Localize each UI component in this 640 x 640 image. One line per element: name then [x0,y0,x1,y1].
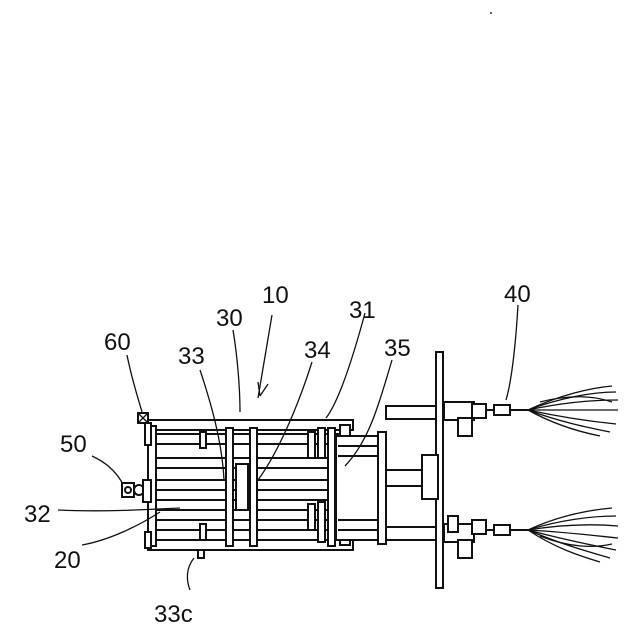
label-35: 35 [384,335,411,362]
intermediate-unit [336,432,386,544]
brush-mechanism [386,352,618,588]
component-60 [138,413,148,423]
main-frame-assembly [145,420,353,558]
label-10: 10 [262,282,289,309]
label-34: 34 [304,337,331,364]
label-32: 32 [24,501,51,528]
lower-brush [528,508,618,562]
stray-dot [490,12,492,14]
upper-brush [528,386,618,436]
label-60: 60 [104,329,131,356]
label-50: 50 [60,431,87,458]
label-20: 20 [54,547,81,574]
label-33: 33 [178,343,205,370]
label-31: 31 [349,297,376,324]
label-30: 30 [216,305,243,332]
label-33c: 33c [154,601,193,628]
label-40: 40 [504,281,531,308]
component-50 [122,480,151,502]
